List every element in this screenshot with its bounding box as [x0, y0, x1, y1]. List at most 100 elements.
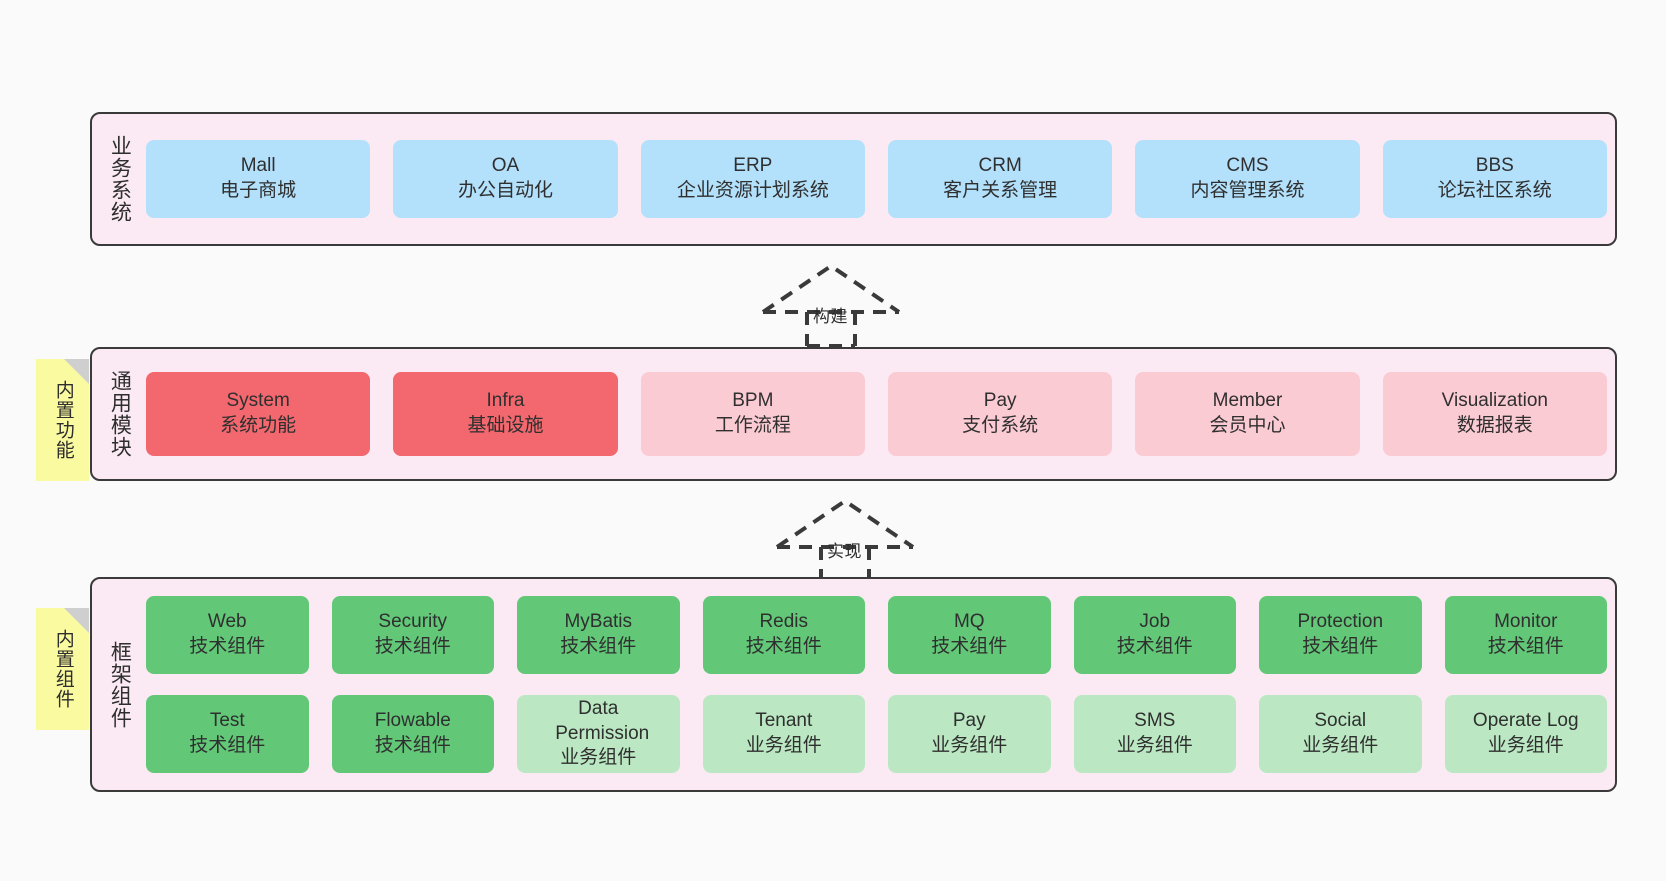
module-card-oa[interactable]: OA 办公自动化	[393, 140, 618, 218]
module-card-visualization[interactable]: Visualization 数据报表	[1382, 372, 1607, 456]
component-card-tenant[interactable]: Tenant 业务组件	[702, 695, 865, 773]
module-name-en: Visualization	[1441, 390, 1548, 412]
module-name-en: Pay	[983, 390, 1017, 412]
component-type-cn: 技术组件	[189, 636, 266, 657]
component-type-cn: 业务组件	[1487, 735, 1564, 756]
layer-business-system: 业务系统 Mall 电子商城 OA 办公自动化 ERP 企业资源计划系统 CRM…	[90, 112, 1617, 246]
layer-body-common-modules: System 系统功能 Infra 基础设施 BPM 工作流程 Pay 支付系统…	[146, 349, 1615, 479]
connector-implement: 实现	[772, 497, 918, 583]
component-name-en: Data Permission	[555, 697, 650, 744]
component-name-en: Redis	[759, 611, 809, 633]
component-type-cn: 技术组件	[1116, 636, 1193, 657]
component-name-en: Security	[378, 611, 448, 633]
component-card-web[interactable]: Web 技术组件	[146, 596, 309, 674]
module-card-system[interactable]: System 系统功能	[146, 372, 371, 456]
module-name-en: System	[226, 390, 290, 412]
module-name-en: CMS	[1226, 155, 1269, 177]
module-name-en: Infra	[486, 390, 525, 412]
module-name-cn: 基础设施	[467, 415, 544, 436]
module-card-bpm[interactable]: BPM 工作流程	[640, 372, 865, 456]
component-name-en: MyBatis	[564, 611, 633, 633]
note-builtin-components: 内置组件	[36, 608, 89, 730]
component-name-en: Flowable	[374, 710, 451, 732]
layer-body-framework-components: Web 技术组件 Security 技术组件 MyBatis 技术组件 Redi…	[146, 579, 1615, 790]
component-card-flowable[interactable]: Flowable 技术组件	[331, 695, 494, 773]
connector-build-label: 构建	[813, 307, 848, 326]
component-type-cn: 技术组件	[1302, 636, 1379, 657]
component-type-cn: 业务组件	[1302, 735, 1379, 756]
component-card-test[interactable]: Test 技术组件	[146, 695, 309, 773]
component-name-en: MQ	[953, 611, 985, 633]
card-row: Mall 电子商城 OA 办公自动化 ERP 企业资源计划系统 CRM 客户关系…	[146, 140, 1607, 218]
connector-build: 构建	[758, 262, 904, 348]
module-name-cn: 论坛社区系统	[1437, 180, 1552, 201]
layer-title-framework-components: 框架组件	[108, 640, 132, 729]
component-card-pay[interactable]: Pay 业务组件	[888, 695, 1051, 773]
module-card-crm[interactable]: CRM 客户关系管理	[887, 140, 1113, 218]
layer-body-business-system: Mall 电子商城 OA 办公自动化 ERP 企业资源计划系统 CRM 客户关系…	[146, 114, 1615, 244]
layer-title-business-system: 业务系统	[108, 135, 132, 223]
module-name-en: CRM	[978, 155, 1022, 177]
module-name-cn: 电子商城	[220, 180, 297, 201]
component-name-en: Protection	[1297, 611, 1384, 633]
module-name-cn: 客户关系管理	[943, 180, 1058, 201]
module-name-cn: 系统功能	[220, 415, 297, 436]
module-name-cn: 数据报表	[1456, 415, 1533, 436]
component-card-social[interactable]: Social 业务组件	[1259, 695, 1422, 773]
component-card-operate-log[interactable]: Operate Log 业务组件	[1444, 695, 1607, 773]
component-name-en: Monitor	[1494, 611, 1558, 633]
module-card-bbs[interactable]: BBS 论坛社区系统	[1382, 140, 1607, 218]
note-builtin-functions-label: 内置功能	[52, 380, 74, 460]
module-card-infra[interactable]: Infra 基础设施	[393, 372, 618, 456]
component-name-en: Job	[1139, 611, 1171, 633]
layer-title-common-modules: 通用模块	[108, 370, 132, 458]
card-row: System 系统功能 Infra 基础设施 BPM 工作流程 Pay 支付系统…	[146, 372, 1607, 456]
component-name-en: Web	[207, 611, 247, 633]
component-type-cn: 技术组件	[374, 735, 451, 756]
component-card-job[interactable]: Job 技术组件	[1073, 596, 1236, 674]
module-name-cn: 工作流程	[714, 415, 791, 436]
component-card-monitor[interactable]: Monitor 技术组件	[1444, 596, 1607, 674]
component-type-cn: 业务组件	[931, 735, 1008, 756]
module-name-en: ERP	[733, 155, 773, 177]
component-card-sms[interactable]: SMS 业务组件	[1073, 695, 1236, 773]
module-name-en: Mall	[240, 155, 276, 177]
module-name-en: BPM	[732, 390, 774, 412]
module-card-cms[interactable]: CMS 内容管理系统	[1135, 140, 1360, 218]
card-row: Test 技术组件 Flowable 技术组件 Data Permission …	[146, 695, 1607, 773]
component-name-en: Tenant	[755, 710, 813, 732]
layer-framework-components: 框架组件 Web 技术组件 Security 技术组件 MyBatis 技术组件…	[90, 577, 1617, 792]
component-type-cn: 技术组件	[560, 636, 637, 657]
component-type-cn: 技术组件	[374, 636, 451, 657]
component-card-mybatis[interactable]: MyBatis 技术组件	[517, 596, 680, 674]
module-card-mall[interactable]: Mall 电子商城	[146, 140, 371, 218]
connector-build-arrow	[761, 263, 901, 348]
module-name-cn: 办公自动化	[457, 180, 553, 201]
module-name-cn: 内容管理系统	[1190, 180, 1305, 201]
component-card-security[interactable]: Security 技术组件	[331, 596, 494, 674]
module-name-en: BBS	[1475, 155, 1514, 177]
component-type-cn: 业务组件	[560, 747, 637, 769]
module-name-en: OA	[491, 155, 520, 177]
component-name-en: SMS	[1134, 710, 1176, 732]
module-card-pay[interactable]: Pay 支付系统	[887, 372, 1113, 456]
component-name-en: Pay	[952, 710, 986, 732]
module-card-erp[interactable]: ERP 企业资源计划系统	[640, 140, 865, 218]
connector-implement-label: 实现	[827, 542, 862, 561]
component-type-cn: 业务组件	[1116, 735, 1193, 756]
component-name-en: Test	[209, 710, 245, 732]
component-type-cn: 业务组件	[745, 735, 822, 756]
layer-common-modules: 通用模块 System 系统功能 Infra 基础设施 BPM 工作流程 Pay…	[90, 347, 1617, 481]
component-card-protection[interactable]: Protection 技术组件	[1259, 596, 1422, 674]
connector-implement-arrow	[775, 498, 915, 583]
component-type-cn: 技术组件	[1487, 636, 1564, 657]
module-card-member[interactable]: Member 会员中心	[1135, 372, 1360, 456]
component-card-mq[interactable]: MQ 技术组件	[888, 596, 1051, 674]
component-card-redis[interactable]: Redis 技术组件	[702, 596, 865, 674]
card-row: Web 技术组件 Security 技术组件 MyBatis 技术组件 Redi…	[146, 596, 1607, 674]
note-builtin-functions: 内置功能	[36, 359, 89, 481]
component-card-data-permission[interactable]: Data Permission 业务组件	[517, 695, 680, 773]
module-name-cn: 会员中心	[1209, 415, 1286, 436]
note-builtin-components-label: 内置组件	[52, 629, 74, 709]
